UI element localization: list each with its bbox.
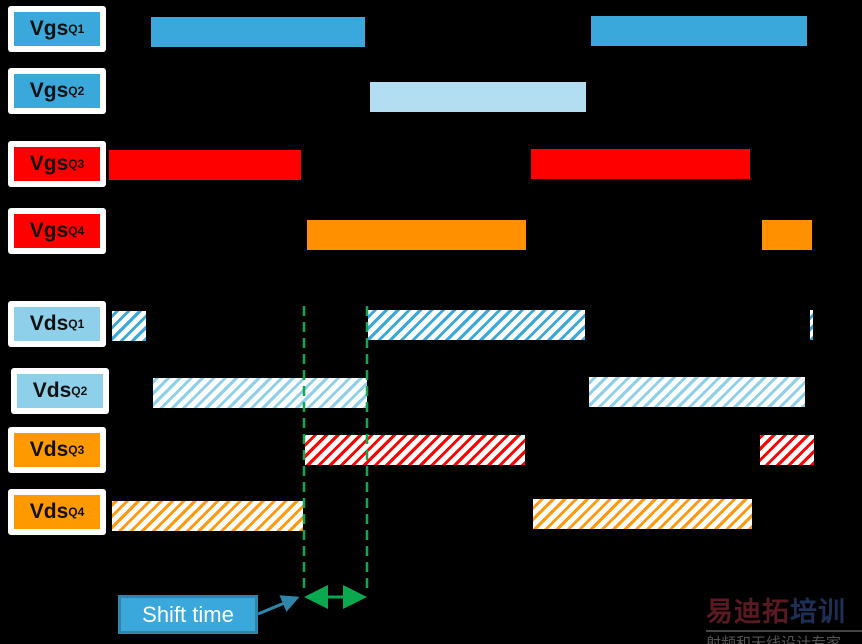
label-sub: Q4: [68, 224, 85, 238]
label-sub: Q1: [68, 22, 85, 36]
label-base: Vds: [29, 438, 69, 461]
label-sub: Q2: [68, 84, 85, 98]
watermark-logo: 易迪拓培训 射频和天线设计专家: [706, 590, 862, 644]
vgs-q4-pulse: [762, 220, 812, 250]
vds-q1-pulse: [112, 311, 146, 341]
watermark-subtitle: 射频和天线设计专家: [706, 630, 862, 644]
vds-q1-pulse: [368, 310, 585, 340]
label-sub: Q4: [68, 505, 85, 519]
label-base: Vds: [32, 379, 72, 402]
vgs-q3-pulse: [531, 149, 750, 179]
watermark-title-b: 培训: [790, 597, 846, 627]
label-base: Vds: [29, 500, 69, 523]
vds-q4-pulse: [112, 501, 303, 531]
shift-time-callout: Shift time: [118, 595, 258, 634]
vds-q3-pulse: [305, 435, 525, 465]
label-base: Vgs: [29, 219, 69, 242]
watermark-title-a: 易迪拓: [706, 597, 790, 627]
vgs-q4-pulse: [307, 220, 526, 250]
vgs-q1-pulse: [151, 17, 365, 47]
label-sub: Q3: [68, 443, 85, 457]
label-base: Vgs: [29, 79, 69, 102]
label-sub: Q1: [68, 317, 85, 331]
vgs-q3-pulse: [109, 150, 301, 180]
vds-q2-pulse: [153, 378, 367, 408]
vds-q2-pulse: [589, 377, 805, 407]
vds-q1-pulse: [810, 310, 813, 340]
label-sub: Q2: [71, 384, 88, 398]
label-base: Vgs: [29, 17, 69, 40]
label-base: Vds: [29, 312, 69, 335]
vds-q4-pulse: [533, 499, 752, 529]
vgs-q1-pulse: [591, 16, 807, 46]
label-base: Vgs: [29, 152, 69, 175]
vds-q3-pulse: [760, 435, 814, 465]
callout-arrow: [257, 595, 300, 616]
vgs-q2-pulse: [370, 82, 586, 112]
label-sub: Q3: [68, 157, 85, 171]
